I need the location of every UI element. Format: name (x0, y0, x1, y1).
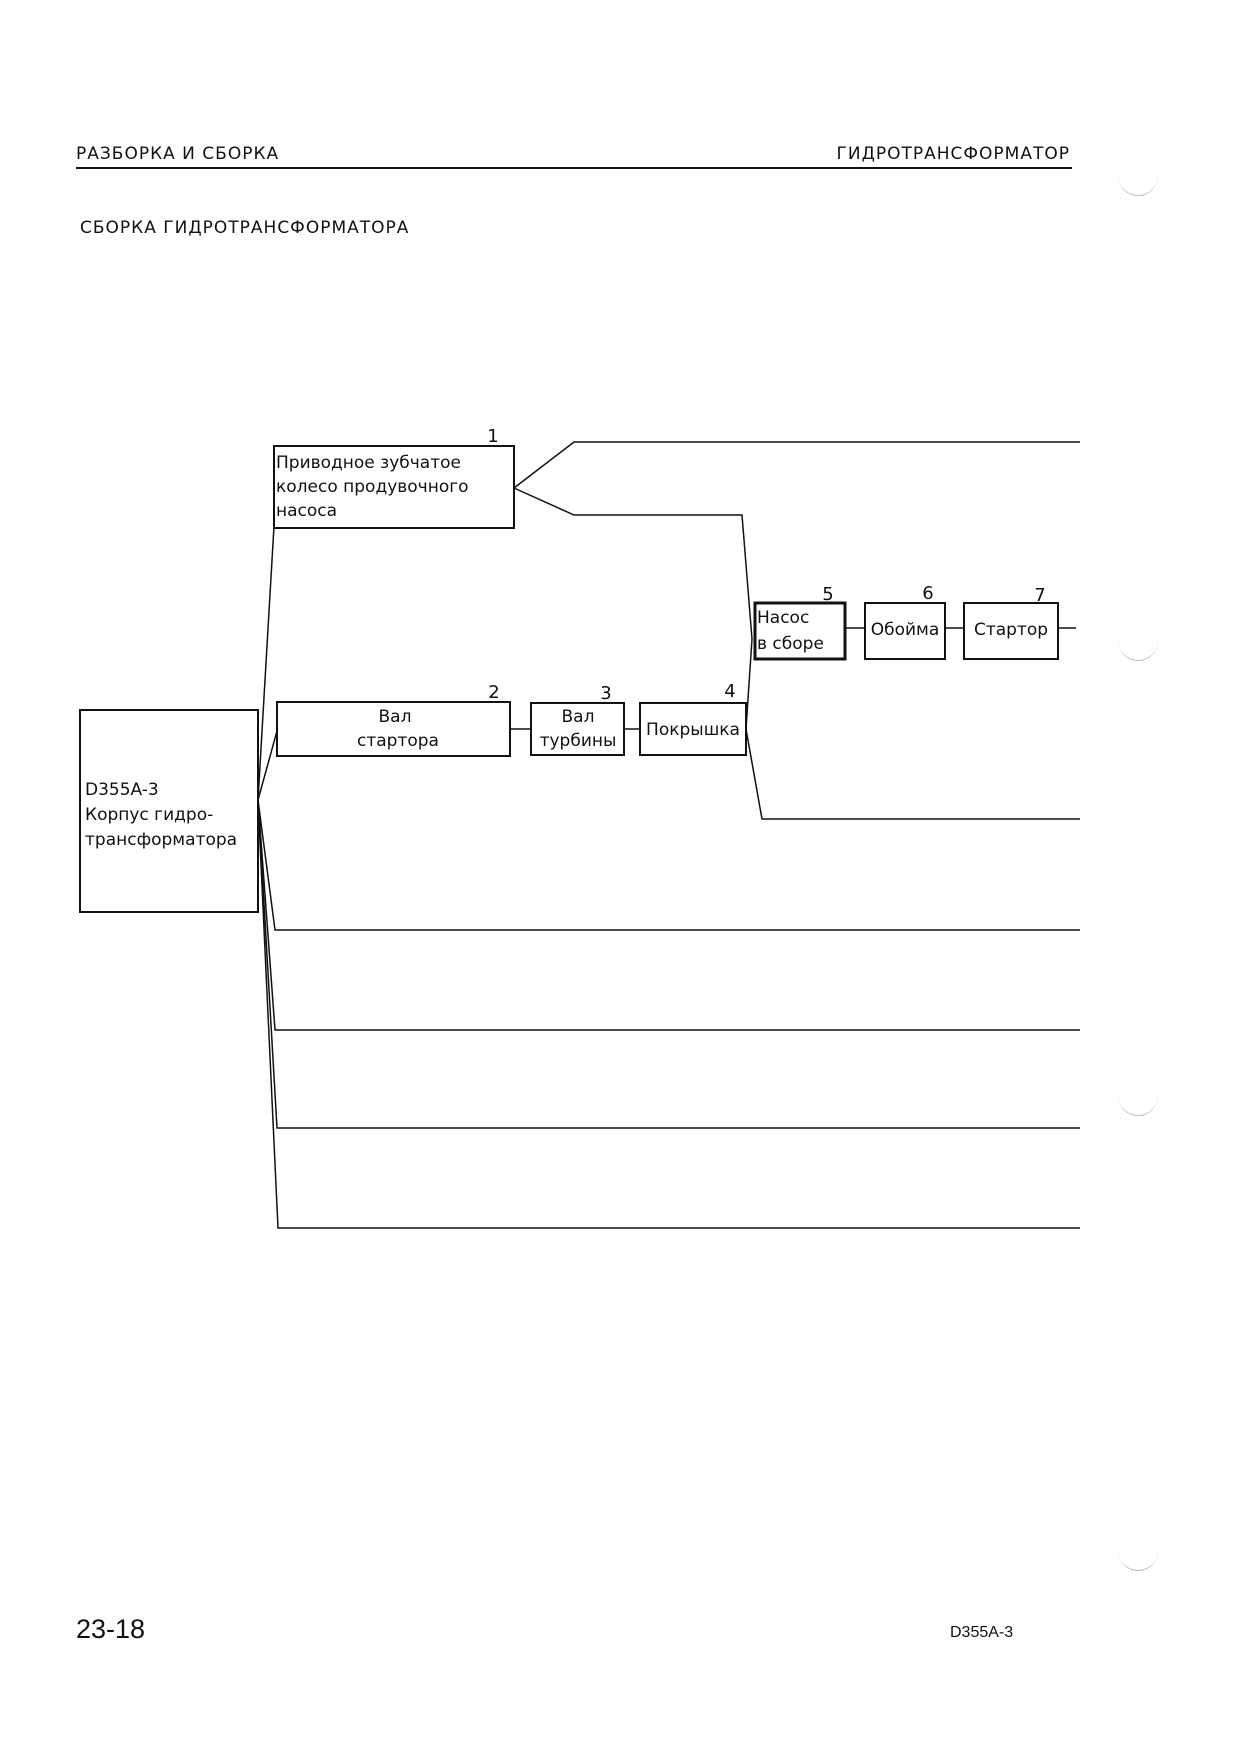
connector-root-branch-c (257, 799, 1080, 1129)
connector-root-node1 (257, 525, 275, 801)
page-number: 23-18 (76, 1614, 146, 1644)
node-1-label-line3: насоса (276, 501, 337, 521)
node-5-label-line2: в сборе (757, 634, 824, 654)
connector-lines (257, 441, 1080, 1229)
connector-node1-node5 (513, 487, 753, 640)
node-5-number: 5 (822, 584, 833, 605)
root-node: D355A-3 Корпус гидро- трансформатора (79, 709, 259, 913)
node-3-label-line2: турбины (540, 731, 617, 751)
binder-hole-mark (1118, 640, 1158, 661)
connector-root-branch-b (257, 799, 1080, 1031)
node-2-label-line2: стартора (357, 731, 439, 751)
binder-hole-mark (1118, 1095, 1158, 1116)
node-7-label-line1: Стартор (974, 620, 1048, 640)
node-1-label-line2: колесо продувочного (276, 477, 469, 497)
root-label-line3: трансформатора (85, 830, 237, 850)
node-2-number: 2 (488, 682, 499, 703)
node-7-number: 7 (1034, 585, 1045, 606)
connector-node1-top (513, 441, 1080, 489)
node-4: 4 Покрышка (639, 681, 747, 756)
node-6: 6 Обойма (864, 583, 946, 660)
node-3-number: 3 (600, 683, 611, 704)
node-5-label-line1: Насос (757, 608, 809, 628)
root-label-line2: Корпус гидро- (85, 805, 213, 825)
node-4-number: 4 (724, 681, 735, 702)
header-chapter-title: ГИДРОТРАНСФОРМАТОР (836, 144, 1070, 164)
root-label-line1: D355A-3 (85, 780, 159, 800)
connector-root-branch-a (257, 799, 1080, 931)
node-1-label-line1: Приводное зубчатое (276, 453, 461, 473)
connector-node4-bottom (745, 728, 1080, 820)
page-title: СБОРКА ГИДРОТРАНСФОРМАТОРА (80, 218, 410, 238)
node-1-number: 1 (487, 426, 498, 447)
header-rule (76, 167, 1072, 169)
node-3: 3 Вал турбины (530, 683, 625, 756)
node-6-number: 6 (922, 583, 933, 604)
node-2-label-line1: Вал (379, 707, 412, 727)
node-4-label-line1: Покрышка (646, 720, 740, 740)
node-1: 1 Приводное зубчатое колесо продувочного… (273, 426, 515, 529)
connector-root-branch-d (257, 799, 1080, 1229)
node-5: 5 Насос в сборе (753, 584, 847, 661)
model-code: D355A-3 (950, 1624, 1014, 1641)
header-section-title: РАЗБОРКА И СБОРКА (76, 144, 280, 164)
node-2: 2 Вал стартора (276, 682, 511, 757)
binder-hole-mark (1118, 175, 1158, 196)
binder-hole-mark (1118, 1550, 1158, 1571)
node-3-label-line1: Вал (562, 707, 595, 727)
node-6-label-line1: Обойма (871, 620, 940, 640)
node-7: 7 Стартор (963, 585, 1059, 660)
connector-root-node2 (257, 730, 278, 801)
